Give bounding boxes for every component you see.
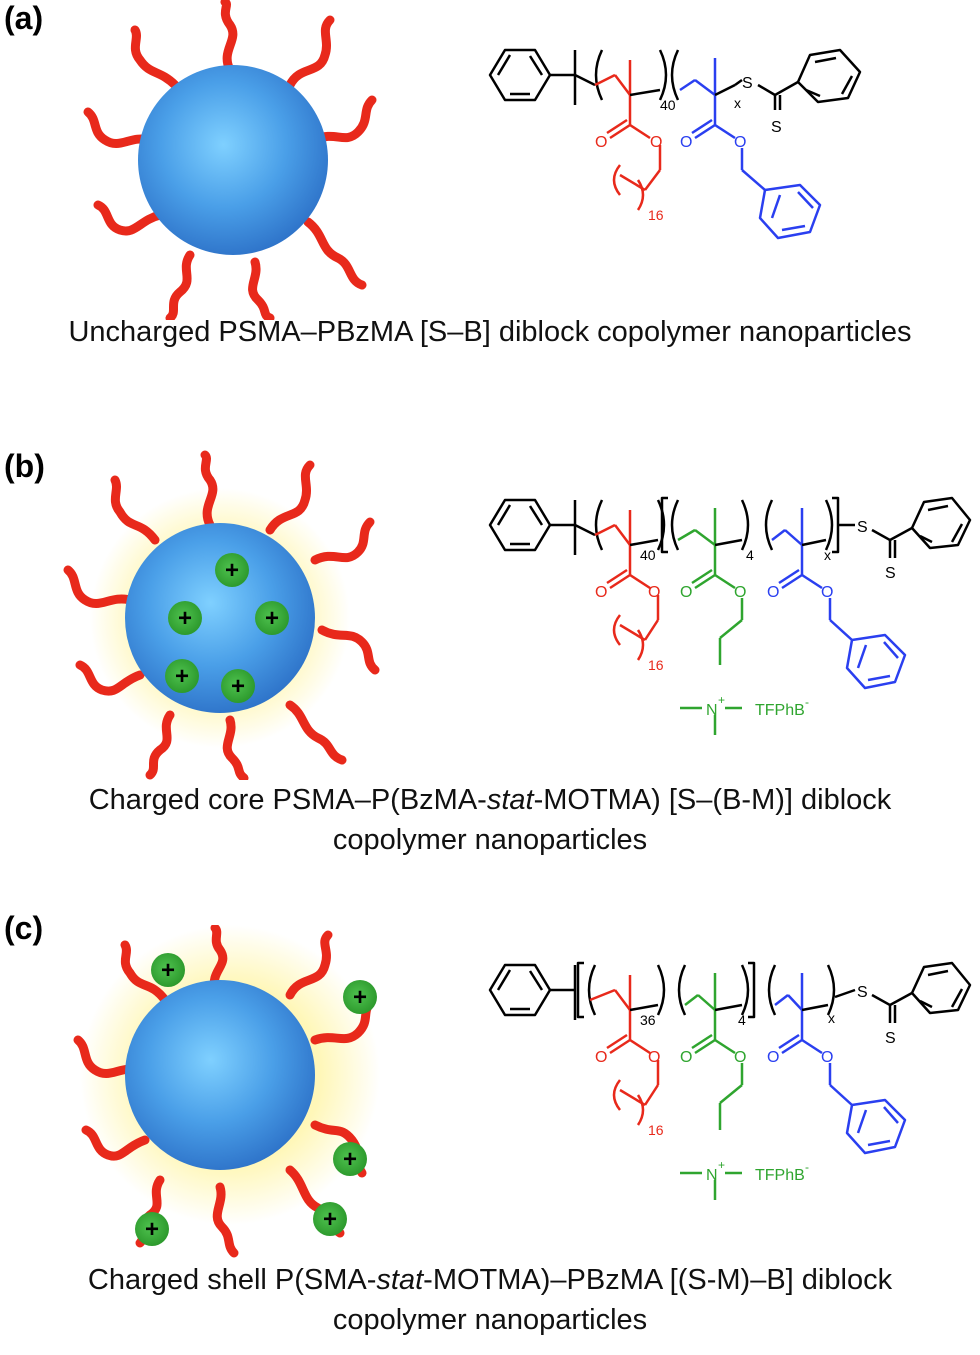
motma-subscript: 4 bbox=[746, 547, 754, 563]
svg-text:+: + bbox=[323, 1206, 337, 1233]
structure-c: S S O O O O O O 36 4 x 16 N + TFPhB - bbox=[488, 961, 972, 1200]
sulfur-label: S bbox=[857, 984, 868, 1001]
oxygen-label: O bbox=[734, 134, 746, 151]
sulfur-label: S bbox=[885, 565, 896, 582]
oxygen-label: O bbox=[767, 1049, 779, 1066]
shell-charges: + + + + + bbox=[135, 953, 377, 1246]
positive-charge: + bbox=[221, 669, 255, 703]
bzma-subscript: x bbox=[824, 547, 831, 563]
oxygen-label: O bbox=[595, 584, 607, 601]
panel-a: (a) bbox=[0, 0, 980, 360]
sma-chain-subscript: 16 bbox=[648, 1122, 664, 1138]
sma-chain-subscript: 16 bbox=[648, 657, 664, 673]
nitrogen-label: N bbox=[706, 1167, 718, 1184]
positive-charge: + bbox=[313, 1202, 347, 1236]
oxygen-label: O bbox=[734, 584, 746, 601]
sulfur-label: S bbox=[885, 1030, 896, 1047]
oxygen-label: O bbox=[650, 134, 662, 151]
counterion-label: TFPhB bbox=[755, 702, 805, 719]
oxygen-label: O bbox=[595, 1049, 607, 1066]
structure-b: S S O O O O O O 40 4 x 16 N + TFPhB - bbox=[488, 496, 972, 735]
counterion-charge: - bbox=[805, 1160, 809, 1174]
panel-label-c: (c) bbox=[4, 910, 44, 946]
bzma-subscript: x bbox=[734, 95, 741, 111]
positive-charge: + bbox=[215, 553, 249, 587]
svg-text:+: + bbox=[225, 557, 239, 584]
oxygen-label: O bbox=[734, 1049, 746, 1066]
counterion-label: TFPhB bbox=[755, 1167, 805, 1184]
panel-label-a: (a) bbox=[4, 0, 44, 36]
svg-text:+: + bbox=[175, 663, 189, 690]
charged-core-nanoparticle: + + + + + bbox=[63, 450, 380, 780]
caption-b: Charged core PSMA–P(BzMA-stat-MOTMA) [S–… bbox=[0, 780, 980, 860]
sma-chain-subscript: 16 bbox=[648, 207, 664, 223]
charged-shell-nanoparticle: + + + + + bbox=[73, 925, 380, 1258]
sulfur-label: S bbox=[742, 75, 753, 92]
svg-text:+: + bbox=[178, 605, 192, 632]
positive-charge: + bbox=[255, 601, 289, 635]
svg-text:+: + bbox=[231, 673, 245, 700]
corona-chains bbox=[63, 450, 380, 780]
positive-charge: + bbox=[165, 659, 199, 693]
oxygen-label: O bbox=[680, 1049, 692, 1066]
corona-chains bbox=[83, 0, 377, 320]
positive-charge: + bbox=[135, 1212, 169, 1246]
oxygen-label: O bbox=[595, 134, 607, 151]
panel-c: (c) + + + + + bbox=[0, 905, 980, 1355]
svg-text:+: + bbox=[145, 1216, 159, 1243]
nitrogen-charge: + bbox=[718, 693, 725, 707]
core-charges: + + + + + bbox=[165, 553, 289, 703]
positive-charge: + bbox=[168, 601, 202, 635]
sulfur-label: S bbox=[771, 119, 782, 136]
svg-text:+: + bbox=[353, 984, 367, 1011]
particle-core bbox=[138, 65, 328, 255]
bzma-subscript: x bbox=[828, 1010, 835, 1026]
counterion-charge: - bbox=[805, 695, 809, 709]
svg-text:+: + bbox=[343, 1146, 357, 1173]
oxygen-label: O bbox=[821, 1049, 833, 1066]
sma-subscript: 40 bbox=[640, 547, 656, 563]
oxygen-label: O bbox=[680, 584, 692, 601]
nitrogen-charge: + bbox=[718, 1158, 725, 1172]
positive-charge: + bbox=[151, 953, 185, 987]
structure-a: S S O O O O 40 x 16 bbox=[488, 48, 862, 240]
caption-c-line2: copolymer nanoparticles bbox=[332, 1304, 648, 1336]
oxygen-label: O bbox=[821, 584, 833, 601]
particle-core bbox=[125, 980, 315, 1170]
caption-c: Charged shell P(SMA-stat-MOTMA)–PBzMA [(… bbox=[0, 1260, 980, 1340]
panel-b: (b) + + + + + bbox=[0, 440, 980, 870]
oxygen-label: O bbox=[767, 584, 779, 601]
uncharged-nanoparticle bbox=[83, 0, 377, 320]
nitrogen-label: N bbox=[706, 702, 718, 719]
positive-charge: + bbox=[343, 980, 377, 1014]
caption-c-line1: Charged shell P(SMA-stat-MOTMA)–PBzMA [(… bbox=[87, 1264, 893, 1296]
oxygen-label: O bbox=[680, 134, 692, 151]
caption-b-line1: Charged core PSMA–P(BzMA-stat-MOTMA) [S–… bbox=[88, 784, 892, 816]
svg-text:+: + bbox=[265, 605, 279, 632]
oxygen-label: O bbox=[648, 1049, 660, 1066]
panel-label-b: (b) bbox=[4, 448, 45, 484]
caption-a: Uncharged PSMA–PBzMA [S–B] diblock copol… bbox=[68, 316, 912, 348]
svg-text:+: + bbox=[161, 957, 175, 984]
motma-subscript: 4 bbox=[738, 1012, 746, 1028]
sma-subscript: 36 bbox=[640, 1012, 656, 1028]
sma-subscript: 40 bbox=[660, 97, 676, 113]
oxygen-label: O bbox=[648, 584, 660, 601]
sulfur-label: S bbox=[857, 519, 868, 536]
positive-charge: + bbox=[333, 1142, 367, 1176]
caption-b-line2: copolymer nanoparticles bbox=[332, 824, 648, 856]
